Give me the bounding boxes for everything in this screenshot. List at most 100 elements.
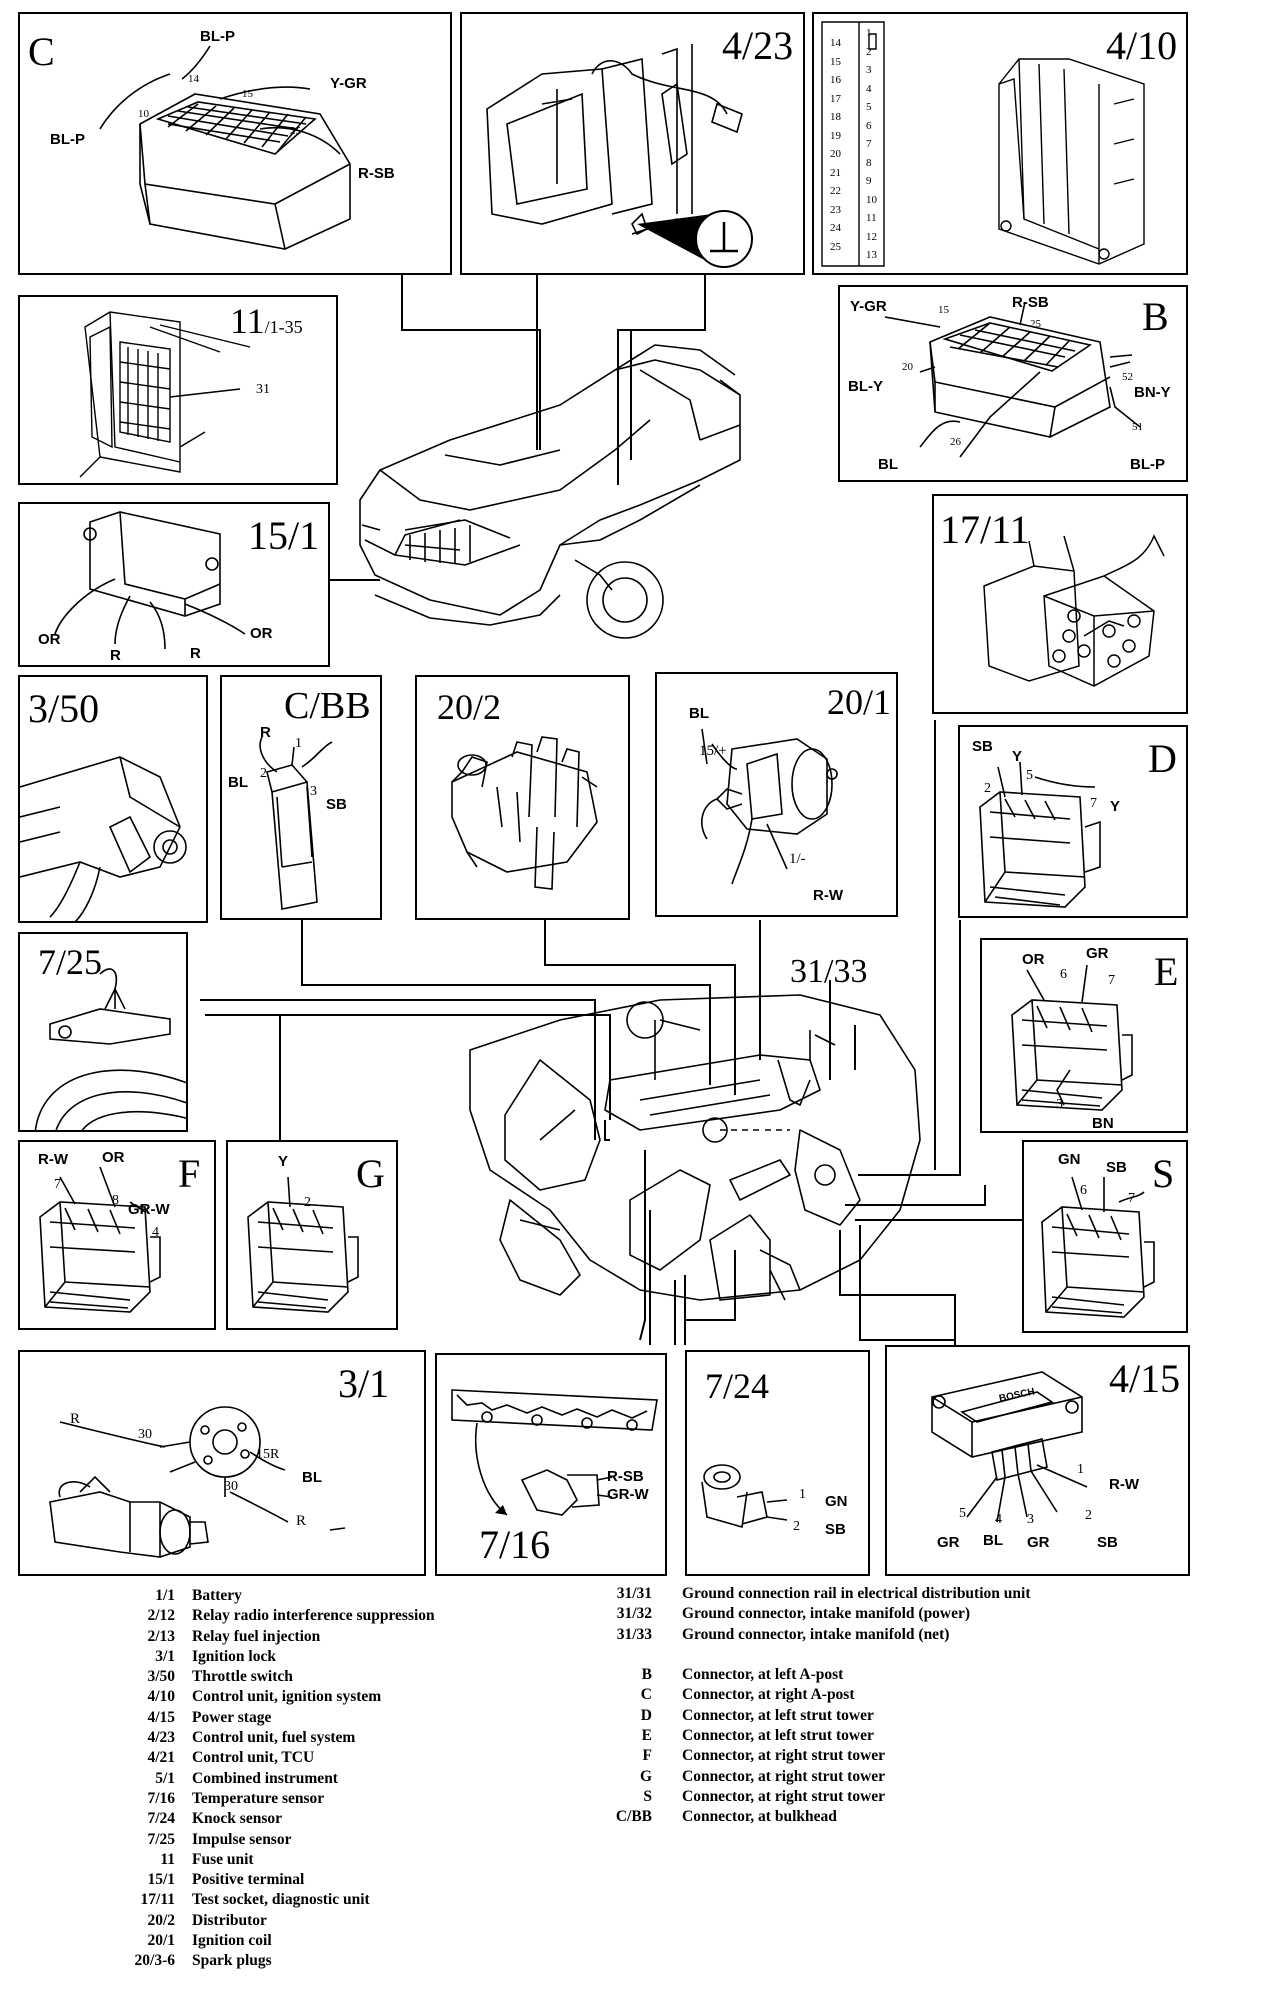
panel-connector-cbb[interactable]: C/BB R BL SB 1 2 3: [220, 675, 382, 920]
panel-impulse-sensor[interactable]: 7/25: [18, 932, 188, 1132]
connector-drawing: [1041, 1176, 1155, 1318]
legend-description: Impulse sensor: [192, 1830, 292, 1848]
legend-description: Temperature sensor: [192, 1789, 325, 1807]
wire-label: BN: [1092, 1115, 1114, 1132]
legend-code: 17/11: [140, 1891, 175, 1909]
wire-label: GR: [937, 1534, 960, 1551]
panel-distributor[interactable]: 20/2: [415, 675, 630, 920]
legend-code: 20/2: [147, 1911, 175, 1929]
wire-label: BL: [983, 1532, 1003, 1549]
pin-number: 7: [1108, 973, 1115, 988]
legend-code: 3/1: [155, 1647, 175, 1665]
wire-label: SB: [972, 738, 993, 755]
pin-number: 1: [799, 1487, 806, 1502]
pin-number: 12: [866, 230, 877, 243]
legend-description: Ground connector, intake manifold (net): [682, 1625, 950, 1643]
pin-number: 3: [1056, 1097, 1063, 1112]
ignition-lock-drawing: [49, 1406, 346, 1558]
pin-number: 26: [950, 436, 961, 448]
wire-label: R-SB: [1012, 294, 1049, 311]
panel-positive-terminal[interactable]: 15/1 OR R R OR: [18, 502, 330, 667]
wire-label: GR: [1086, 945, 1109, 962]
panel-connector-g[interactable]: G Y 2: [226, 1140, 398, 1330]
pin-number: 16: [830, 74, 841, 86]
panel-fuse-unit[interactable]: 11/1-35 31: [18, 295, 338, 485]
legend-code: 20/3-6: [134, 1952, 175, 1970]
legend-row: 4/21 Control unit, TCU: [100, 1748, 620, 1768]
pin-number: 5: [1026, 768, 1033, 783]
panel-temperature-sensor[interactable]: 7/16 R-SB GR-W: [435, 1353, 667, 1576]
legend-description: Distributor: [192, 1911, 267, 1929]
panel-connector-c[interactable]: C BL-P BL-P Y-GR R-SB 14 10 15 25: [18, 12, 452, 275]
panel-control-unit-fuel[interactable]: 4/23: [460, 12, 805, 275]
legend-code: 1/1: [155, 1587, 175, 1604]
panel-throttle-switch[interactable]: 3/50: [18, 675, 208, 923]
pin-number: 8: [866, 156, 872, 169]
panel-connector-b[interactable]: B Y-GR R-SB BL-Y BN-Y BL BL-P 15 25 20 5…: [838, 285, 1188, 482]
connector-drawing: [979, 761, 1101, 908]
pin-number: 2: [260, 766, 267, 781]
panel-label: E: [1154, 949, 1179, 994]
legend-description: Control unit, TCU: [192, 1749, 315, 1767]
wire-label: R-W: [813, 887, 843, 904]
wire-label: SB: [825, 1521, 846, 1538]
pin-number: 5: [866, 101, 872, 113]
panel-label: G: [356, 1151, 385, 1196]
pin-number: 24: [830, 222, 841, 234]
pin-number: 4: [995, 1512, 1002, 1527]
connector-drawing: [1011, 964, 1133, 1111]
wire-label: GR: [1027, 1534, 1050, 1551]
pin-number: 52: [1122, 371, 1133, 383]
legend-code: D: [640, 1706, 652, 1724]
legend-description: Relay fuel injection: [192, 1627, 321, 1645]
panel-connector-s[interactable]: S GN SB 6 7: [1022, 1140, 1188, 1333]
pin-number: 14: [188, 73, 199, 85]
wire-label: Y: [1110, 798, 1121, 815]
pin-number: 51: [1132, 421, 1143, 433]
panel-label: 4/10: [1106, 23, 1178, 68]
pin-number: 10: [866, 193, 877, 206]
legend-row: [600, 1645, 1220, 1665]
panel-connector-e[interactable]: E OR GR BN 6 7 3: [980, 938, 1188, 1133]
panel-connector-d[interactable]: D SB Y Y 2 5 7: [958, 725, 1188, 918]
legend-code: 3/50: [147, 1668, 175, 1686]
pin-number: 31: [256, 382, 270, 397]
power-stage-drawing: [931, 1371, 1088, 1523]
fuse-unit-drawing: [79, 311, 251, 478]
panel-ignition-coil[interactable]: 20/1 BL 15/+ 1/- R-W: [655, 672, 898, 917]
legend-description: Fuse unit: [192, 1850, 254, 1868]
legend-description: Connector, at right strut tower: [682, 1747, 886, 1765]
panel-power-stage[interactable]: 4/15 BOSCH R-W GR BL GR SB 1 5 4 3 2: [885, 1345, 1190, 1576]
panel-label: C: [28, 29, 55, 74]
legend-code: B: [641, 1666, 652, 1684]
wire-label: SB: [1097, 1534, 1118, 1551]
pin-number: 20: [830, 148, 841, 160]
panel-connector-f[interactable]: F R-W OR GR-W 7 8 4: [18, 1140, 216, 1330]
legend-code: 4/21: [147, 1749, 175, 1767]
panel-test-socket[interactable]: 17/11: [932, 494, 1188, 714]
legend-description: Relay radio interference suppression: [192, 1607, 435, 1625]
knock-sensor-drawing: [701, 1464, 788, 1529]
pin-number: 17: [830, 92, 841, 105]
ignition-coil-drawing: [701, 728, 838, 885]
wire-label: OR: [102, 1149, 125, 1166]
throttle-switch-drawing: [20, 756, 187, 921]
panel-ignition-lock[interactable]: 3/1 R BL R 30 15R 30: [18, 1350, 426, 1576]
panel-knock-sensor[interactable]: 7/24 GN SB 1 2: [685, 1350, 870, 1576]
wire-label: Y-GR: [330, 75, 367, 92]
wire-label: GR-W: [128, 1201, 170, 1218]
legend-description: Throttle switch: [192, 1668, 293, 1686]
wire-label: BL-P: [1130, 456, 1165, 473]
pin-number: 2: [793, 1519, 800, 1534]
